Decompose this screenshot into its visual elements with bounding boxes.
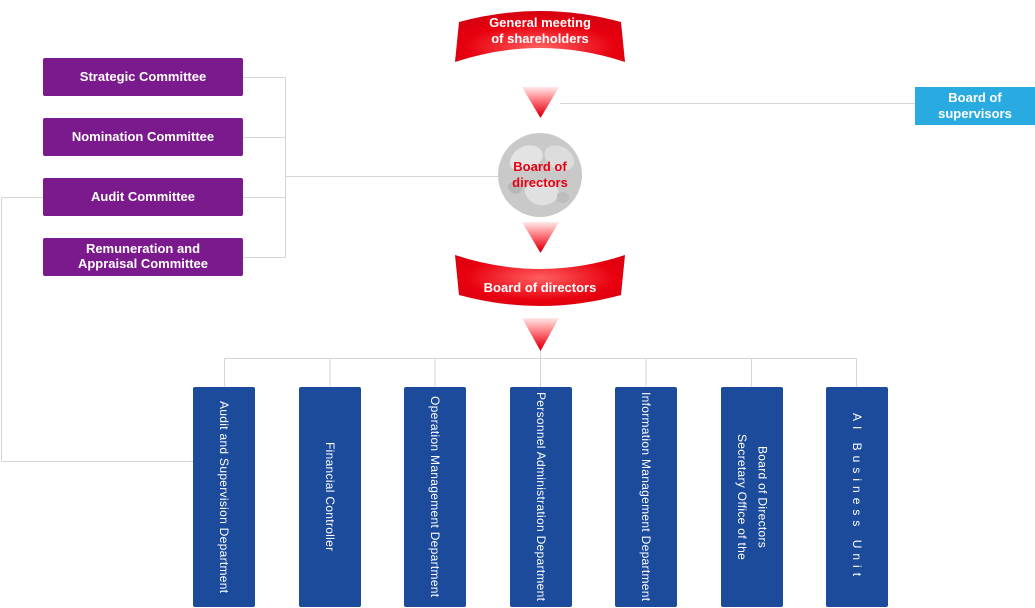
general-meeting-banner: General meeting of shareholders	[455, 8, 625, 64]
board-of-directors-circle-label: Board of directors	[512, 159, 568, 190]
department-label: AI Business Unit	[850, 412, 865, 582]
committee-nomination: Nomination Committee	[43, 118, 243, 156]
department-personnel-administration: Personnel Administration Department	[510, 387, 572, 607]
arc-banner-shape	[455, 11, 625, 62]
department-label: Audit and Supervision Department	[217, 400, 232, 594]
department-label: Financial Controller	[323, 442, 338, 552]
department-label: Secretary Office of the Board of Directo…	[735, 433, 770, 561]
committee-remuneration: Remuneration and Appraisal Committee	[43, 238, 243, 276]
department-label: Personnel Administration Department	[534, 392, 549, 602]
globe-icon	[498, 133, 582, 217]
board-of-directors-banner: Board of directors	[455, 253, 625, 311]
board-of-supervisors-box: Board of supervisors	[915, 87, 1035, 125]
board-of-directors-node: Board of directors	[497, 132, 583, 218]
department-audit-supervision: Audit and Supervision Department	[193, 387, 255, 607]
department-operation-management: Operation Management Department	[404, 387, 466, 607]
committee-strategic: Strategic Committee	[43, 58, 243, 96]
general-meeting-label: General meeting of shareholders	[489, 15, 591, 47]
department-financial-controller: Financial Controller	[299, 387, 361, 607]
board-of-directors-banner-label: Board of directors	[483, 280, 597, 295]
arc-banner-shape	[455, 255, 625, 306]
department-label: Information Management Department	[639, 392, 654, 602]
department-information-management: Information Management Department	[615, 387, 677, 607]
department-secretary-office: Secretary Office of the Board of Directo…	[721, 387, 783, 607]
department-label: Operation Management Department	[428, 396, 443, 598]
department-ai-business-unit: AI Business Unit	[826, 387, 888, 607]
committee-audit: Audit Committee	[43, 178, 243, 216]
